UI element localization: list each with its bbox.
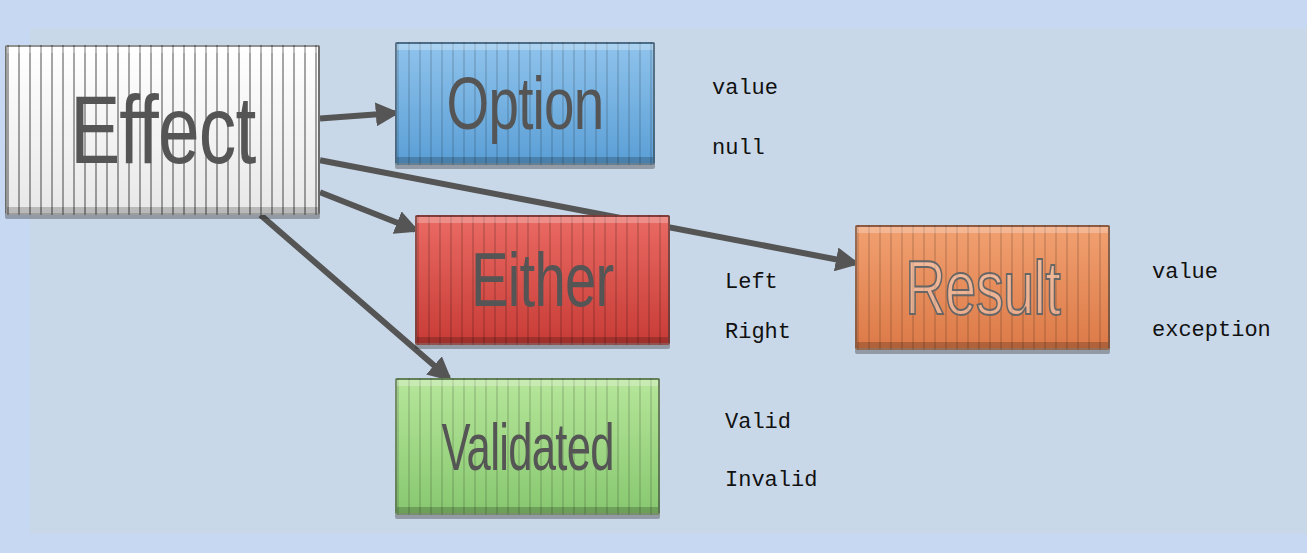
case-label: Invalid xyxy=(725,470,817,492)
arrow-connector xyxy=(320,113,395,118)
case-label: value xyxy=(1152,262,1218,284)
case-label: exception xyxy=(1152,320,1271,342)
shipping-container: Either xyxy=(415,215,670,345)
shipping-container: Effect xyxy=(5,45,320,215)
shipping-container: Validated xyxy=(395,378,660,515)
container-name: Effect xyxy=(70,82,255,178)
container-name: Option xyxy=(447,67,604,141)
container-name: Either xyxy=(471,242,613,318)
shipping-container: Option xyxy=(395,42,655,165)
container-name: Validated xyxy=(441,414,613,480)
shipping-container: Result xyxy=(855,225,1110,350)
case-label: Right xyxy=(725,322,791,344)
case-label: value xyxy=(712,78,778,100)
case-label: null xyxy=(712,138,765,160)
case-label: Left xyxy=(725,272,778,294)
container-name: Result xyxy=(905,250,1060,326)
case-label: Valid xyxy=(725,412,791,434)
arrow-connector xyxy=(320,192,415,230)
